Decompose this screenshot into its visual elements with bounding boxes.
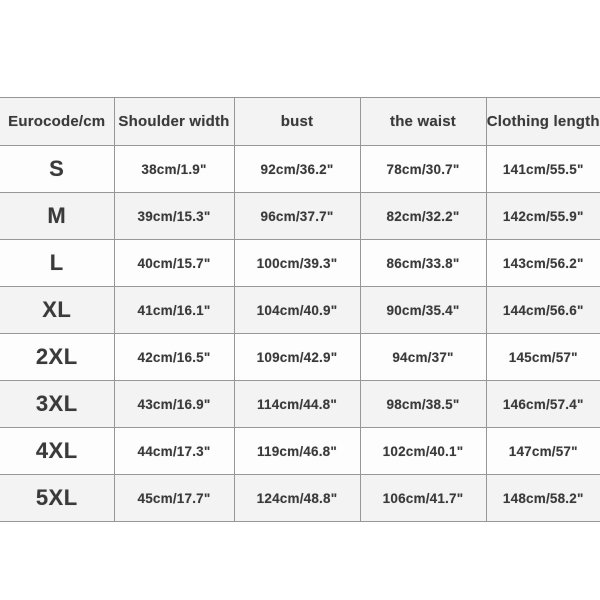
table-body: S 38cm/1.9" 92cm/36.2" 78cm/30.7" 141cm/… [0,145,600,522]
table-row-m: M 39cm/15.3" 96cm/37.7" 82cm/32.2" 142cm… [0,192,600,240]
size-cell: XL [0,286,115,334]
shoulder-cell: 44cm/17.3" [113,427,235,475]
length-cell: 143cm/56.2" [485,239,600,287]
length-cell: 144cm/56.6" [485,286,600,334]
length-cell: 142cm/55.9" [485,192,600,240]
size-cell: 4XL [0,427,115,475]
size-cell: 5XL [0,474,115,522]
table-row-3xl: 3XL 43cm/16.9" 114cm/44.8" 98cm/38.5" 14… [0,380,600,428]
length-cell: 146cm/57.4" [485,380,600,428]
header-row: Eurocode/cm Shoulder width bust the wais… [0,97,600,146]
size-cell: M [0,192,115,240]
bust-cell: 100cm/39.3" [233,239,361,287]
size-chart-table: Eurocode/cm Shoulder width bust the wais… [0,97,600,522]
table-row-2xl: 2XL 42cm/16.5" 109cm/42.9" 94cm/37" 145c… [0,333,600,381]
shoulder-cell: 42cm/16.5" [113,333,235,381]
column-header-eurocode: Eurocode/cm [0,97,115,146]
shoulder-cell: 45cm/17.7" [113,474,235,522]
bust-cell: 109cm/42.9" [233,333,361,381]
waist-cell: 90cm/35.4" [359,286,487,334]
size-cell: L [0,239,115,287]
bust-cell: 114cm/44.8" [233,380,361,428]
size-chart-container: Eurocode/cm Shoulder width bust the wais… [0,97,600,522]
bust-cell: 119cm/46.8" [233,427,361,475]
length-cell: 145cm/57" [485,333,600,381]
length-cell: 141cm/55.5" [485,145,600,193]
table-row-5xl: 5XL 45cm/17.7" 124cm/48.8" 106cm/41.7" 1… [0,474,600,522]
bust-cell: 124cm/48.8" [233,474,361,522]
table-row-s: S 38cm/1.9" 92cm/36.2" 78cm/30.7" 141cm/… [0,145,600,193]
waist-cell: 86cm/33.8" [359,239,487,287]
table-row-l: L 40cm/15.7" 100cm/39.3" 86cm/33.8" 143c… [0,239,600,287]
table-row-xl: XL 41cm/16.1" 104cm/40.9" 90cm/35.4" 144… [0,286,600,334]
length-cell: 147cm/57" [485,427,600,475]
shoulder-cell: 40cm/15.7" [113,239,235,287]
shoulder-cell: 38cm/1.9" [113,145,235,193]
waist-cell: 82cm/32.2" [359,192,487,240]
column-header-waist: the waist [359,97,487,146]
bust-cell: 96cm/37.7" [233,192,361,240]
size-cell: 2XL [0,333,115,381]
column-header-clothing-length: Clothing length [485,97,600,146]
bust-cell: 92cm/36.2" [233,145,361,193]
shoulder-cell: 41cm/16.1" [113,286,235,334]
waist-cell: 106cm/41.7" [359,474,487,522]
waist-cell: 94cm/37" [359,333,487,381]
shoulder-cell: 39cm/15.3" [113,192,235,240]
size-cell: S [0,145,115,193]
table-row-4xl: 4XL 44cm/17.3" 119cm/46.8" 102cm/40.1" 1… [0,427,600,475]
waist-cell: 98cm/38.5" [359,380,487,428]
shoulder-cell: 43cm/16.9" [113,380,235,428]
waist-cell: 102cm/40.1" [359,427,487,475]
bust-cell: 104cm/40.9" [233,286,361,334]
waist-cell: 78cm/30.7" [359,145,487,193]
size-cell: 3XL [0,380,115,428]
column-header-bust: bust [233,97,361,146]
column-header-shoulder-width: Shoulder width [113,97,235,146]
table-header: Eurocode/cm Shoulder width bust the wais… [0,97,600,146]
length-cell: 148cm/58.2" [485,474,600,522]
